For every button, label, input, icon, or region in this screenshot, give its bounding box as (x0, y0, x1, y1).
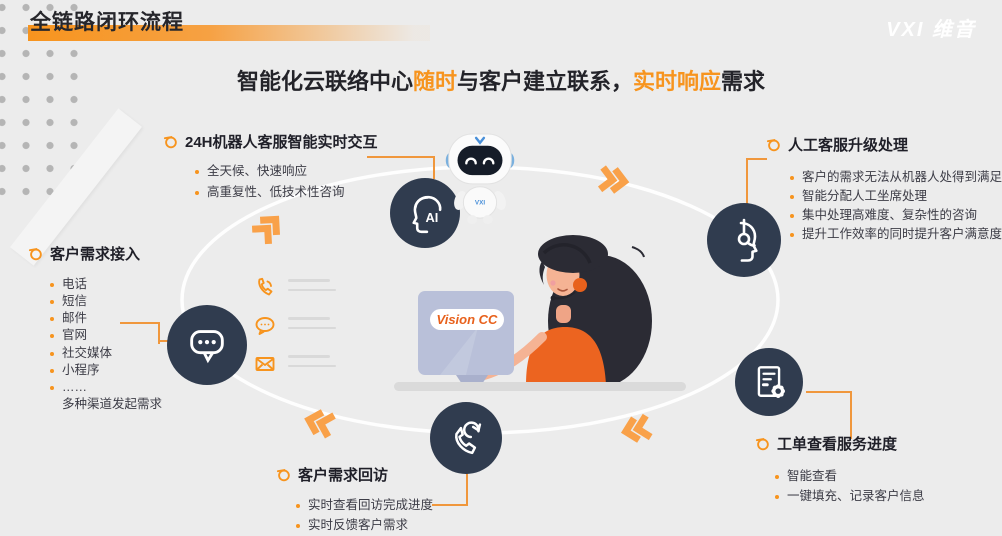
bullet-item: 高重复性、低技术性咨询 (195, 185, 378, 201)
neck (556, 305, 571, 323)
desk (394, 382, 686, 391)
section-work-order: 工单查看服务进度 智能查看 一键填充、记录客户信息 (755, 433, 925, 508)
vxi-logo: VXI 维音 (886, 19, 976, 41)
svg-text:VXI: VXI (475, 199, 485, 206)
section-callback: 客户需求回访 实时查看回访完成进度 实时反馈客户需求 (276, 464, 433, 536)
bullet-item: 短信 (50, 294, 162, 310)
channel-row-phone (253, 276, 336, 300)
main-title-seg: 与客户建立联系， (456, 69, 633, 94)
robot-mascot: VXI (445, 133, 515, 224)
ring-icon (276, 469, 290, 482)
headset-mic (553, 291, 576, 300)
bullet-item: 邮件 (50, 311, 162, 327)
section-title: 工单查看服务进度 (755, 433, 925, 454)
bullet-item: 客户的需求无法从机器人处得到满足 (790, 170, 1002, 186)
main-title-seg: 需求 (721, 69, 766, 94)
ai-head-icon: AI (390, 178, 460, 248)
bullet-item: 全天候、快速响应 (195, 164, 378, 180)
channel-row-mail (253, 352, 336, 376)
section-robot-service: 24H机器人客服智能实时交互 全天候、快速响应 高重复性、低技术性咨询 (163, 131, 378, 205)
bullet-item: 智能分配人工坐席处理 (790, 189, 1002, 205)
section-title: 人工客服升级处理 (766, 134, 1002, 155)
bullet-item: 电话 (50, 277, 162, 293)
ring-icon (28, 248, 42, 261)
section-human-agent: 人工客服升级处理 客户的需求无法从机器人处得到满足 智能分配人工坐席处理 集中处… (766, 134, 1002, 247)
phone-callback-icon (430, 402, 502, 474)
connector-callback (432, 473, 468, 506)
mail-icon (255, 357, 275, 371)
channel-row-chat (253, 314, 336, 338)
hair-front (538, 235, 608, 273)
screen-label-pill (430, 309, 504, 330)
agent-at-desk-illustration: Vision CC (394, 235, 686, 391)
headset-earpiece (573, 278, 587, 292)
page-title: 全链路闭环流程 (30, 11, 184, 34)
ring-icon (163, 136, 177, 149)
screen-label: Vision CC (437, 312, 499, 327)
connector-agent (746, 158, 767, 205)
section-title: 24H机器人客服智能实时交互 (163, 131, 378, 152)
phone-icon (258, 277, 273, 296)
bullet-item: …… (50, 380, 162, 396)
bullet-item: 一键填充、记录客户信息 (775, 489, 925, 505)
connector-robot (367, 156, 435, 179)
main-title: 智能化云联络中心随时与客户建立联系，实时响应需求 (0, 64, 1002, 96)
agent-headset-icon (707, 203, 781, 277)
arrow-bottom-left-icon (306, 409, 334, 436)
bullet-item: 集中处理高难度、复杂性的咨询 (790, 208, 1002, 224)
connector-access-1 (120, 322, 160, 344)
bullet-item: 实时反馈客户需求 (296, 518, 433, 534)
arrow-up-left-icon (252, 212, 284, 244)
main-title-highlight: 实时响应 (633, 69, 722, 94)
connector-ticket (806, 391, 852, 439)
chat-icon (255, 317, 275, 335)
bullet-item: 提升工作效率的同时提升客户满意度 (790, 227, 1002, 243)
main-title-highlight: 随时 (412, 69, 457, 94)
arrow-top-right-icon (600, 168, 626, 193)
bullet-item: 实时查看回访完成进度 (296, 498, 433, 514)
arrow-bottom-right-icon (623, 416, 650, 443)
main-title-seg: 智能化云联络中心 (236, 69, 413, 94)
section-title: 客户需求接入 (28, 243, 162, 264)
orange-top (526, 327, 606, 385)
headset-band (542, 243, 592, 264)
ring-icon (755, 438, 769, 451)
channel-list (253, 276, 336, 390)
chat-bubble-icon (167, 305, 247, 385)
document-gear-icon (735, 348, 803, 416)
section-title: 客户需求回访 (276, 464, 433, 485)
bullet-item: 社交媒体 (50, 346, 162, 362)
bullet-item: 智能查看 (775, 469, 925, 485)
bullet-item: 小程序 (50, 363, 162, 379)
bullet-item: 官网 (50, 328, 162, 344)
section-customer-access: 客户需求接入 电话 短信 邮件 官网 社交媒体 小程序 …… 多种渠道发起需求 (28, 243, 162, 414)
header-accent-bar (28, 25, 430, 41)
monitor-stand (456, 375, 488, 384)
svg-text:AI: AI (425, 210, 438, 225)
bullet-note: 多种渠道发起需求 (62, 396, 163, 411)
smile (557, 288, 568, 292)
ring-icon (766, 139, 780, 152)
